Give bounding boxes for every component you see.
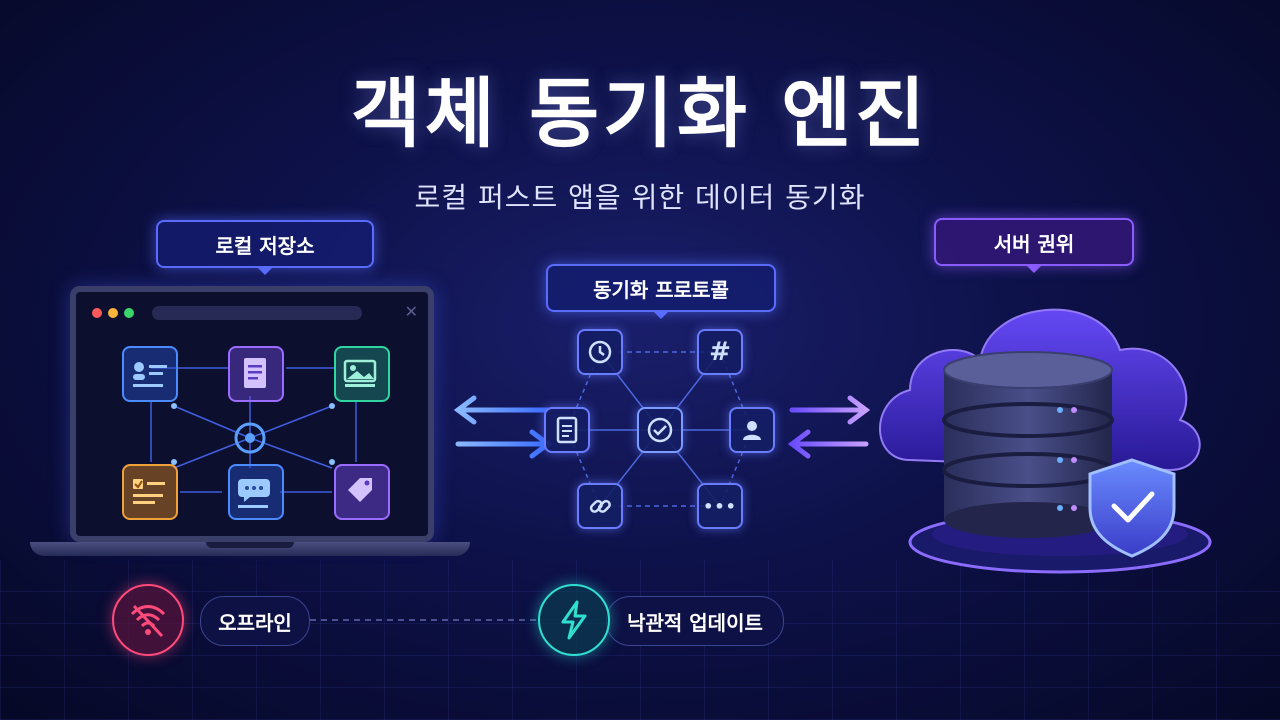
- lightning-icon: [538, 584, 610, 656]
- sync-protocol-label-text: 동기화 프로토콜: [593, 277, 729, 302]
- laptop-screen: ✕: [70, 286, 434, 542]
- document-icon: [544, 407, 590, 453]
- sync-protocol-label: 동기화 프로토콜: [546, 264, 776, 319]
- dashed-connector: [310, 619, 540, 621]
- address-bar: [152, 306, 362, 320]
- server-authority-label-text: 서버 권위: [993, 231, 1075, 256]
- image-icon: [334, 346, 390, 402]
- page-subtitle: 로컬 퍼스트 앱을 위한 데이터 동기화: [414, 181, 866, 214]
- laptop-network-lines: [150, 367, 357, 493]
- laptop-notch: [206, 542, 294, 548]
- page-title: 객체 동기화 엔진: [350, 69, 930, 158]
- optimistic-update-pill: 낙관적 업데이트: [606, 596, 784, 646]
- offline-pill: 오프라인: [200, 596, 310, 646]
- server-illustration: [879, 308, 1212, 574]
- more-icon: •••: [697, 483, 743, 529]
- checklist-icon: [122, 464, 178, 520]
- close-icon: ✕: [404, 302, 418, 321]
- clock-icon: [577, 329, 623, 375]
- local-storage-label: 로컬 저장소: [156, 220, 374, 275]
- document-icon: [228, 346, 284, 402]
- tag-icon: [334, 464, 390, 520]
- window-close-dot: [92, 308, 102, 318]
- shield-check-icon: [1088, 458, 1176, 558]
- more-symbol: •••: [703, 496, 737, 516]
- user-icon: [729, 407, 775, 453]
- check-icon: [637, 407, 683, 453]
- optimistic-update-label: 낙관적 업데이트: [627, 610, 763, 635]
- chat-icon: [228, 464, 284, 520]
- window-maximize-dot: [124, 308, 134, 318]
- offline-label: 오프라인: [218, 610, 292, 635]
- database-icon: [942, 351, 1114, 538]
- user-card-icon: [122, 346, 178, 402]
- hash-symbol: #: [709, 337, 731, 367]
- server-authority-label: 서버 권위: [934, 218, 1134, 273]
- window-minimize-dot: [108, 308, 118, 318]
- hash-icon: #: [697, 329, 743, 375]
- browser-bar: ✕: [82, 302, 422, 322]
- wifi-off-icon: [112, 584, 184, 656]
- laptop-base: [30, 542, 470, 556]
- link-icon: [577, 483, 623, 529]
- right-sync-arrows: [788, 395, 871, 459]
- local-storage-label-text: 로컬 저장소: [215, 233, 315, 258]
